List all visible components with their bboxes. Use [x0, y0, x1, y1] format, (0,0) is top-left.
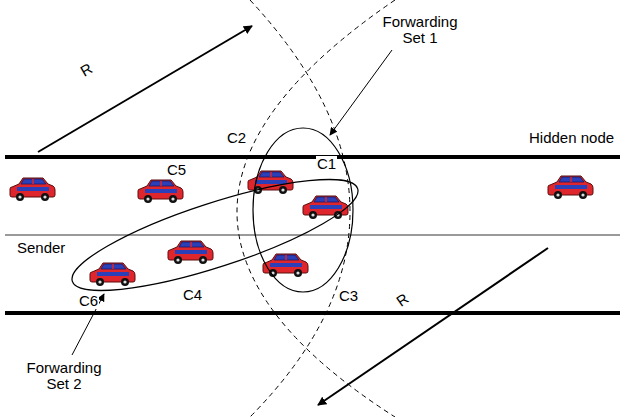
car-label: C3 — [338, 288, 359, 304]
leader-arrow — [72, 294, 104, 355]
car-label: C4 — [182, 287, 203, 303]
range-label: R — [77, 60, 96, 80]
car-label: C5 — [166, 162, 187, 178]
car-icon — [90, 263, 135, 286]
car-icon — [263, 254, 308, 277]
forwarding-ellipse — [253, 128, 353, 292]
car-icon — [168, 241, 213, 264]
range-label: R — [393, 290, 413, 310]
car-icon — [303, 196, 348, 219]
car-icon — [138, 180, 183, 203]
set-label: Forwarding Set 1 — [378, 14, 462, 46]
role-label: Sender — [16, 240, 66, 256]
forwarding-ellipse — [62, 158, 367, 312]
car-icon — [10, 178, 55, 201]
node-label: Hidden node — [528, 130, 615, 146]
range-arc — [250, 0, 350, 417]
road-edge — [5, 311, 620, 315]
leader-arrow — [330, 50, 392, 135]
car-label: C1 — [316, 156, 337, 172]
range-arrow — [38, 26, 252, 152]
range-arrow — [318, 248, 548, 405]
road-edge — [5, 155, 620, 159]
car-label: C6 — [78, 293, 99, 309]
set-label: Forwarding Set 2 — [22, 360, 106, 392]
lane-line — [5, 235, 620, 236]
car-label: C2 — [226, 130, 247, 146]
range-arc — [237, 0, 395, 417]
car-icon — [548, 176, 593, 199]
